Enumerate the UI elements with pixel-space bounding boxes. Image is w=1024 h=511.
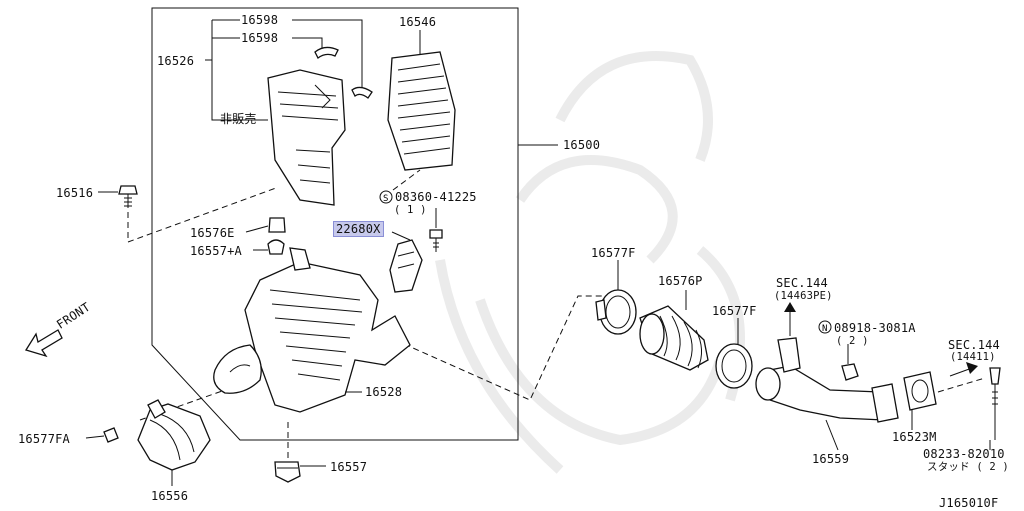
clamp-16577f-right — [715, 343, 753, 389]
watermark-logo — [435, 51, 745, 474]
svg-text:S: S — [383, 194, 388, 204]
clip-16598-a — [314, 46, 339, 59]
leader-16559 — [825, 419, 839, 451]
callout-08233-sub: スタッド ( 2 ) — [927, 461, 1009, 473]
clip-16577fa — [103, 427, 119, 443]
callout-16523m[interactable]: 16523M — [892, 430, 937, 444]
leader-16598-mid — [292, 37, 323, 50]
arrow-sec144a-head — [784, 302, 796, 312]
callout-08360-41225[interactable]: 08360-41225 — [395, 190, 477, 204]
callout-16577f-right[interactable]: 16577F — [712, 304, 757, 318]
callout-16559[interactable]: 16559 — [812, 452, 850, 466]
callout-16557-a[interactable]: 16557+A — [190, 244, 242, 258]
intake-tube-16559 — [755, 337, 899, 423]
dash-16516 — [127, 187, 277, 243]
bolt-16516 — [118, 185, 138, 208]
callout-sec144-a-sub: (14463PE) — [774, 290, 833, 302]
diagram-code: J165010F — [939, 496, 999, 510]
qty-08360: ( 1 ) — [394, 204, 427, 216]
svg-text:N: N — [822, 324, 827, 334]
callout-sec144-b[interactable]: SEC.144 — [948, 338, 1000, 352]
air-filter-element — [387, 51, 456, 171]
arrow-sec144b-line — [949, 367, 973, 377]
gasket-16523m — [903, 371, 937, 411]
callout-22680x-highlighted[interactable]: 22680X — [333, 221, 384, 237]
maf-sensor-22680x — [389, 239, 423, 293]
callout-16528[interactable]: 16528 — [365, 385, 403, 399]
stud-08233 — [989, 367, 1001, 440]
callout-sec144-a[interactable]: SEC.144 — [776, 276, 828, 290]
callout-16576e[interactable]: 16576E — [190, 226, 235, 240]
callout-sec144-b-sub: (14411) — [950, 351, 996, 363]
air-cleaner-body — [213, 247, 411, 413]
callout-16598-mid[interactable]: 16598 — [241, 31, 279, 45]
nut-08918: N — [818, 320, 859, 381]
air-cleaner-cover — [267, 69, 346, 206]
callout-16556[interactable]: 16556 — [151, 489, 189, 503]
clamp-16577f-left — [595, 289, 637, 335]
callout-16526[interactable]: 16526 — [157, 54, 195, 68]
leader-16577fa — [85, 435, 105, 439]
callout-08918-3081a[interactable]: 08918-3081A — [834, 321, 916, 335]
leader-16598-top — [292, 19, 363, 88]
dash-filter — [392, 169, 421, 191]
qty-08918: ( 2 ) — [836, 335, 869, 347]
leader-22680x — [391, 231, 411, 241]
grommet-16557 — [274, 461, 301, 483]
front-arrow-icon — [24, 329, 63, 358]
callout-16516[interactable]: 16516 — [56, 186, 94, 200]
leader-16526-group — [211, 20, 268, 121]
dash-duct — [394, 295, 606, 401]
callout-16577fa[interactable]: 16577FA — [18, 432, 70, 446]
assembly-boundary — [151, 7, 519, 441]
callout-16557[interactable]: 16557 — [330, 460, 368, 474]
callout-16598-top[interactable]: 16598 — [241, 13, 279, 27]
callout-16577f-left[interactable]: 16577F — [591, 246, 636, 260]
inlet-duct-16556 — [137, 399, 211, 471]
callout-16500[interactable]: 16500 — [563, 138, 601, 152]
callout-hanbaisaku[interactable]: 非販売 — [220, 112, 257, 126]
callout-16546[interactable]: 16546 — [399, 15, 437, 29]
dash-stud — [937, 377, 986, 393]
clip-16598-b — [351, 86, 373, 99]
grommet-16557a — [267, 239, 285, 255]
rubber-duct-16576p — [639, 305, 709, 371]
screw-08360: S — [379, 190, 443, 252]
grommet-16576e — [268, 217, 286, 233]
callout-08233-82010[interactable]: 08233-82010 — [923, 447, 1005, 461]
callout-16576p[interactable]: 16576P — [658, 274, 703, 288]
leader-16576e — [245, 225, 269, 233]
arrow-sec144b-head — [966, 362, 978, 374]
